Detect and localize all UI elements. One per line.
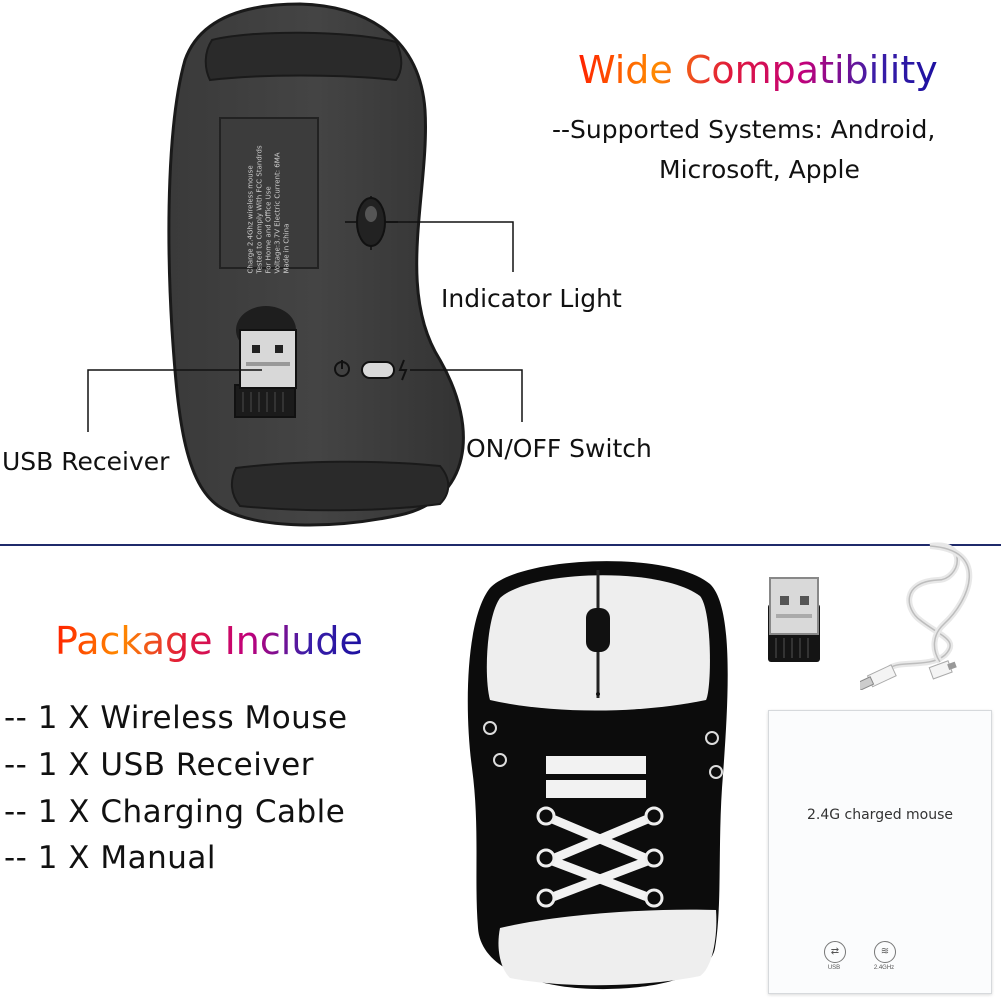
package-item: -- 1 X Manual <box>4 840 217 876</box>
sticker-line: Voltage:3.7V Electric Current: 6MA <box>273 152 282 274</box>
power-switch <box>334 359 408 381</box>
package-item: -- 1 X Charging Cable <box>4 794 346 830</box>
usb-receiver-label: USB Receiver <box>2 447 170 476</box>
usb-callout-line <box>87 369 262 432</box>
label-sticker <box>219 117 319 269</box>
manual-title: 2.4G charged mouse <box>806 807 954 823</box>
compatibility-line1: --Supported Systems: Android, <box>552 115 936 144</box>
indicator-callout-line <box>385 221 514 272</box>
package-item: -- 1 X USB Receiver <box>4 747 314 783</box>
top-glide-pad <box>204 31 403 82</box>
usb-icon-label: USB <box>827 965 841 971</box>
usb-receiver-product <box>768 577 820 662</box>
mouse-bottom-view <box>87 2 523 527</box>
wireless-icon: ≋ <box>874 941 896 963</box>
package-title: Package Include <box>55 619 363 663</box>
sticker-line: Charge 2.4Ghz wireless mouse <box>246 165 255 274</box>
compatibility-line2: Microsoft, Apple <box>659 155 860 184</box>
section-divider <box>0 544 1001 546</box>
mouse-sole <box>498 909 717 986</box>
charging-cable <box>860 542 973 690</box>
usb-icon: ⇄ <box>824 941 846 963</box>
bottom-glide-pad <box>230 460 450 512</box>
package-item: -- 1 X Wireless Mouse <box>4 700 348 736</box>
sticker-line: For Home and Office Use <box>264 186 273 274</box>
on-off-switch-label: ON/OFF Switch <box>466 434 652 463</box>
label-sticker-text: Charge 2.4Ghz wireless mouse Tested to C… <box>246 132 292 274</box>
indicator-light-label: Indicator Light <box>441 284 622 313</box>
wireless-icon-label: 2.4GHz <box>873 965 895 971</box>
sticker-line: Made in China <box>282 223 291 274</box>
sneaker-mouse <box>467 561 728 990</box>
manual-booklet: 2.4G charged mouse ⇄ USB ≋ 2.4GHz <box>768 710 992 994</box>
switch-callout-line <box>410 369 523 422</box>
compatibility-title: Wide Compatibility <box>578 48 938 92</box>
receiver-slot <box>234 306 297 418</box>
sticker-line: Tested to Comply With FCC Standrds <box>255 145 264 274</box>
